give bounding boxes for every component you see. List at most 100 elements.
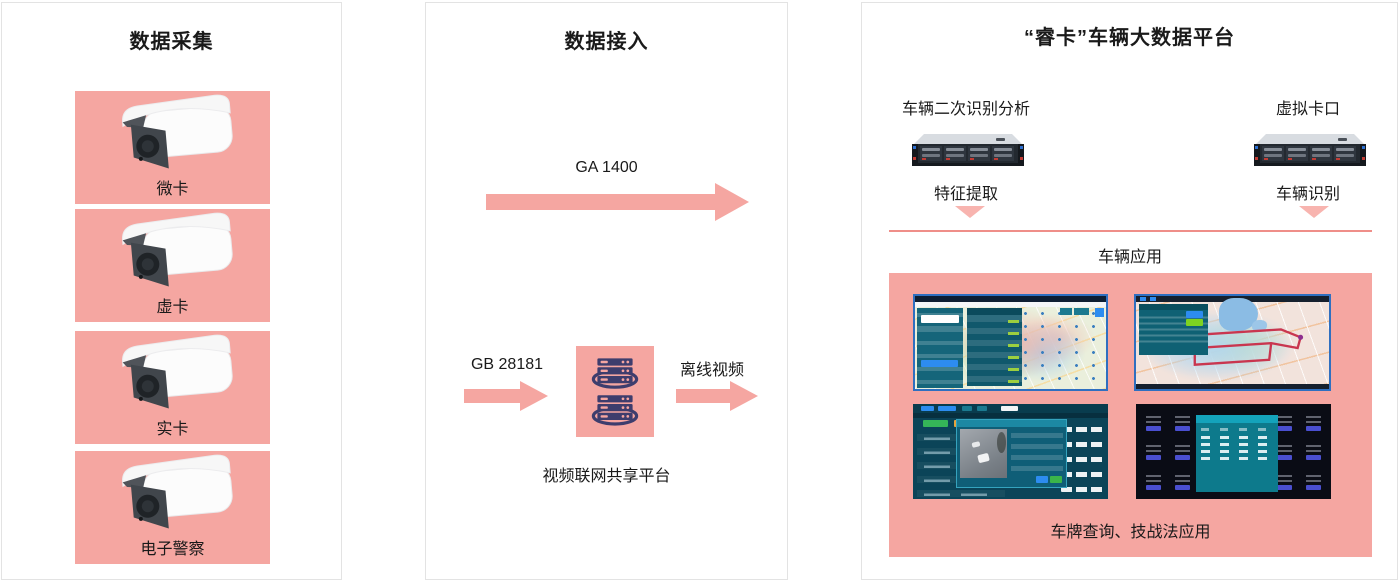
map-lake	[1251, 320, 1268, 333]
trajectory-query-panel	[1138, 304, 1209, 355]
arrow-head	[730, 381, 758, 411]
table-row	[1201, 443, 1274, 447]
tactic-card	[1171, 472, 1194, 495]
panel-data-access: 数据接入 GA 1400 GB 28181	[425, 2, 788, 580]
toolbar-button	[961, 406, 972, 411]
arrow-shaft	[464, 389, 520, 403]
panel-ruika-platform: “睿卡”车辆大数据平台 车辆二次识别分析 特征提取 虚拟卡口 车辆识别 车辆应用	[861, 2, 1398, 580]
camera-card-electronic-police: 电子警察	[75, 451, 270, 564]
toolbar-button	[1059, 308, 1072, 316]
panel-title-platform: “睿卡”车辆大数据平台	[1024, 27, 1235, 49]
vehicle-apps-board: 车牌查询、技战法应用	[889, 273, 1372, 557]
right-server-name: 虚拟卡口	[1275, 101, 1340, 118]
vehicle-detail-modal	[955, 419, 1068, 488]
action-buttons-row	[1061, 427, 1107, 433]
bullet-camera-image	[121, 94, 233, 169]
menu-strip	[915, 302, 1106, 307]
screenshot-vehicle-detail-dialog	[913, 404, 1108, 499]
route-polyline	[1193, 328, 1304, 366]
tactic-card	[1142, 472, 1165, 495]
action-buttons-row	[1061, 457, 1107, 463]
list-header	[966, 308, 1022, 316]
toolbar-button	[977, 406, 988, 411]
tactic-card	[1171, 413, 1194, 436]
gb28181-flow-arrow-right	[464, 381, 548, 411]
tactic-card	[1302, 442, 1325, 465]
left-server-function: 特征提取	[933, 186, 998, 203]
action-buttons-row	[1061, 487, 1107, 493]
tactic-card-grid	[1273, 413, 1326, 496]
bullet-camera-image	[121, 454, 233, 529]
tactic-card	[1171, 442, 1194, 465]
car-shape	[977, 453, 991, 464]
tactic-card	[1302, 413, 1325, 436]
map-lake	[1218, 297, 1258, 332]
bullet-camera-image	[121, 334, 233, 409]
vehicle-apps-title: 车辆应用	[1097, 249, 1162, 266]
search-button	[921, 360, 959, 368]
list-link-column	[1007, 317, 1019, 384]
modal-header	[1196, 415, 1279, 424]
window-titlebar	[915, 296, 1106, 302]
action-buttons-row	[1061, 472, 1107, 478]
action-buttons-row	[1061, 442, 1107, 448]
offline-video-flow-arrow-right	[676, 381, 758, 411]
titlebar-chip	[1149, 297, 1156, 301]
panel-header	[1138, 304, 1209, 311]
video-platform-box	[576, 346, 654, 437]
camera-card-virtual-checkpoint: 虚卡	[75, 209, 270, 322]
arrow-head	[520, 381, 548, 411]
camera-label: 微卡	[156, 181, 189, 198]
toolbar-button	[938, 406, 956, 411]
apps-caption: 车牌查询、技战法应用	[1050, 524, 1211, 541]
section-divider-line	[889, 230, 1372, 232]
row-action-buttons	[1061, 417, 1107, 497]
camera-label: 实卡	[156, 421, 189, 438]
ok-button	[1035, 476, 1048, 484]
tactic-card	[1142, 442, 1165, 465]
toolbar-button	[1073, 308, 1089, 316]
camera-label: 电子警察	[140, 541, 205, 558]
query-button	[1186, 311, 1203, 319]
panel-title-collection: 数据采集	[129, 31, 214, 53]
rack-server-image	[1254, 134, 1366, 166]
panel-data-collection: 数据采集 微卡 虚卡	[1, 2, 342, 580]
camera-card-real-checkpoint: 实卡	[75, 331, 270, 444]
tactic-card-grid	[1142, 413, 1195, 496]
result-list-panel	[966, 308, 1022, 387]
ga1400-label: GA 1400	[575, 159, 638, 176]
panel-title-access: 数据接入	[564, 31, 649, 53]
modal-header	[956, 420, 1067, 428]
toolbar-search-box	[1000, 406, 1019, 411]
screenshot-trajectory-map	[1134, 294, 1331, 391]
search-sidebar-panel	[916, 308, 963, 389]
table-row	[1201, 456, 1274, 460]
arrow-head	[715, 183, 749, 221]
export-button	[1186, 319, 1203, 327]
save-button	[1049, 476, 1062, 484]
tactic-card	[1142, 413, 1165, 436]
map-tool-button	[1095, 308, 1105, 318]
detail-form-fields	[1011, 428, 1063, 472]
toolbar-button	[920, 406, 935, 411]
car-shape	[971, 440, 981, 448]
triangle-down-connector	[955, 206, 985, 218]
confirm-button	[922, 420, 949, 428]
table-row	[1201, 450, 1274, 453]
video-platform-label: 视频联网共享平台	[542, 468, 671, 485]
camera-label: 虚卡	[156, 299, 189, 316]
window-bottombar	[1136, 384, 1329, 389]
search-input	[920, 315, 960, 324]
screenshot-tactics-app	[1136, 404, 1331, 499]
rack-server-image	[912, 134, 1024, 166]
result-table-modal	[1196, 415, 1279, 493]
camera-card-micro-checkpoint: 微卡	[75, 91, 270, 204]
titlebar-chip	[1139, 297, 1146, 301]
bullet-camera-image	[121, 212, 233, 287]
gb28181-label: GB 28181	[470, 356, 544, 373]
left-server-name: 车辆二次识别分析	[901, 101, 1030, 118]
right-server-function: 车辆识别	[1275, 186, 1340, 203]
tree-shape	[996, 431, 1007, 454]
arrow-shaft	[676, 389, 730, 403]
offline-video-label: 离线视频	[679, 362, 744, 379]
